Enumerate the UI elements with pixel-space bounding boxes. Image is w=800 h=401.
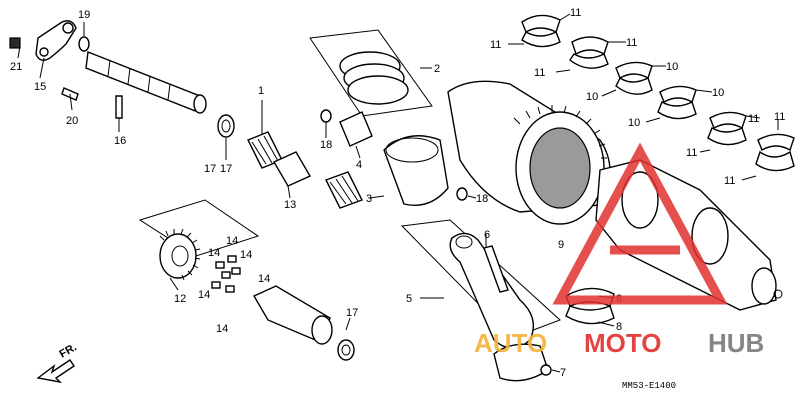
callout-10a: 10 <box>666 61 678 73</box>
collar-part-13 <box>273 151 311 187</box>
front-direction-arrow: FR. <box>36 341 79 384</box>
callout-14a: 14 <box>226 235 238 247</box>
callout-12: 12 <box>174 293 186 305</box>
watermark-text-hub: HUB <box>708 328 764 358</box>
primary-shaft-group <box>9 20 363 209</box>
watermark-text-moto: MOTO <box>584 328 662 358</box>
callout-11g: 11 <box>686 147 697 159</box>
clip-part-18-left <box>320 109 332 123</box>
callout-labels: 1 2 3 4 5 6 7 8 8 9 10 10 10 10 11 11 11… <box>10 7 785 379</box>
callout-17a: 17 <box>220 163 232 175</box>
watermark-text-auto: AUTO <box>474 328 547 358</box>
piston-pin-part-4 <box>339 111 373 147</box>
callout-14b: 14 <box>208 247 220 259</box>
gear-part-12 <box>159 233 197 279</box>
bolt-part-21 <box>9 37 21 49</box>
callout-17c: 17 <box>346 307 358 319</box>
callout-19: 19 <box>78 9 90 21</box>
clip-part-18-right <box>456 187 468 201</box>
callout-10b: 10 <box>586 91 598 103</box>
callout-1: 1 <box>258 85 264 97</box>
callout-3: 3 <box>366 193 372 205</box>
callout-20: 20 <box>66 115 78 127</box>
piston-group <box>309 29 468 206</box>
callout-16: 16 <box>114 135 126 147</box>
callout-11d: 11 <box>534 67 545 79</box>
rod-bolt-part-6 <box>483 245 509 293</box>
callout-11a: 11 <box>570 7 581 19</box>
bolt-part-16 <box>115 95 123 119</box>
callout-10d: 10 <box>628 117 640 129</box>
diagram-code: MM53-E1400 <box>622 381 676 391</box>
callout-11h: 11 <box>724 175 735 187</box>
callout-18a: 18 <box>320 139 332 151</box>
callout-14e: 14 <box>198 289 210 301</box>
needle-bearing-part-1-lower <box>325 171 363 209</box>
watermark-triangle-icon <box>552 142 728 305</box>
connecting-rod-group <box>400 219 561 382</box>
callout-9: 9 <box>558 239 564 251</box>
callout-11c: 11 <box>626 37 637 49</box>
callout-2: 2 <box>434 63 440 75</box>
callout-6: 6 <box>484 229 490 241</box>
nut-part-7 <box>540 364 552 376</box>
damper-springs-part-14 <box>211 255 241 293</box>
callout-10c: 10 <box>712 87 724 99</box>
callout-14f: 14 <box>216 323 228 335</box>
callout-5: 5 <box>406 293 412 305</box>
piston-part-3 <box>383 135 449 206</box>
callout-11e: 11 <box>748 113 759 125</box>
collar-part-17-lower <box>337 339 355 361</box>
callout-11f: 11 <box>774 111 785 123</box>
connecting-rod-part-5 <box>449 232 534 349</box>
callout-15: 15 <box>34 81 46 93</box>
watermark-logo: AUTO MOTO HUB <box>474 142 764 358</box>
leader-lines <box>17 13 779 373</box>
callout-4: 4 <box>356 159 362 171</box>
shaft-arm-hole <box>62 22 74 34</box>
callout-14d: 14 <box>258 273 270 285</box>
output-shaft <box>85 51 201 113</box>
callout-13: 13 <box>284 199 296 211</box>
piston-ring-oil <box>347 75 409 105</box>
callout-8b: 8 <box>616 321 622 333</box>
direction-label: FR. <box>58 341 79 360</box>
callout-14c: 14 <box>240 249 252 261</box>
shaft-arm-hole-lower <box>39 47 49 57</box>
primary-gear-group <box>138 199 355 361</box>
washer-part-19 <box>78 36 90 52</box>
callout-11b: 11 <box>490 39 501 51</box>
callout-7: 7 <box>560 367 566 379</box>
callout-21: 21 <box>10 61 22 73</box>
callout-18b: 18 <box>476 193 488 205</box>
callout-17b: 17 <box>204 163 216 175</box>
collar-part-17-top <box>217 114 235 138</box>
direction-arrow-icon <box>36 359 75 384</box>
